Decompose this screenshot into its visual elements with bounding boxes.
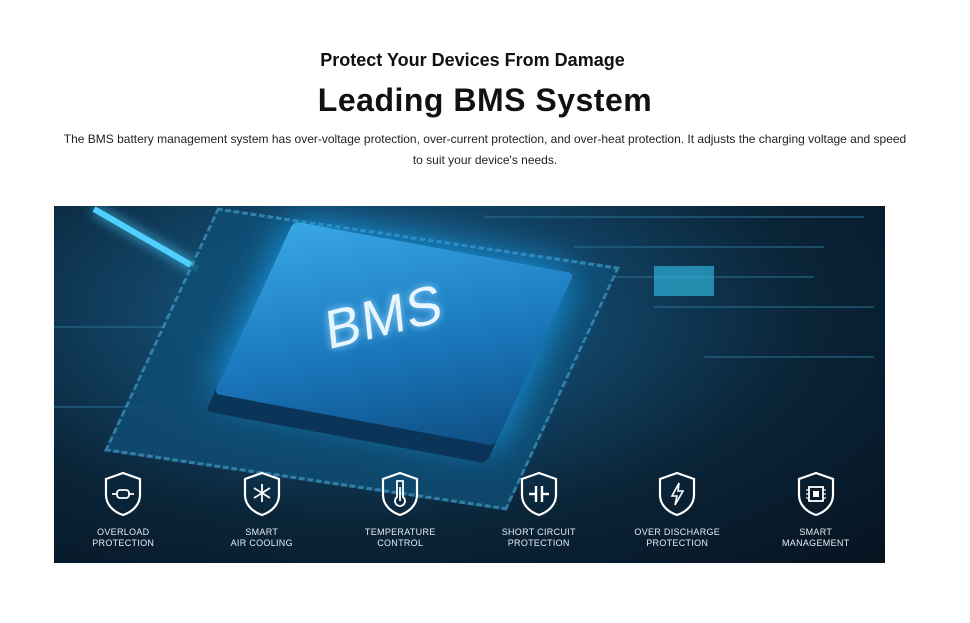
chip-icon [797, 471, 834, 517]
description: The BMS battery management system has ov… [63, 132, 907, 167]
lightning-icon [659, 471, 696, 517]
subtitle: Protect Your Devices From Damage [320, 50, 625, 70]
page-title: Leading BMS System [317, 82, 653, 118]
snowflake-icon [243, 471, 280, 517]
thermometer-icon [382, 471, 419, 517]
capacitor-icon [520, 471, 557, 517]
resistor-icon [105, 471, 142, 517]
